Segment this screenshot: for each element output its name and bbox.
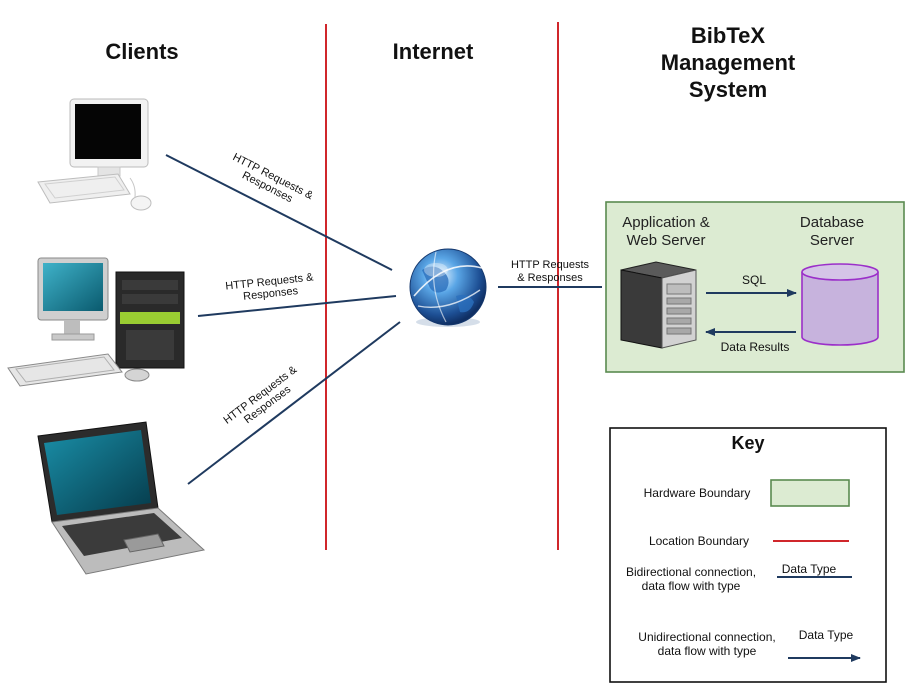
db-server-label-line1: Database <box>799 214 865 231</box>
database-cylinder-icon <box>801 263 879 346</box>
laptop-icon <box>37 421 206 575</box>
system-title-line3: System <box>688 77 768 102</box>
app-server-label: Application & Web Server <box>608 214 724 250</box>
internet-title: Internet <box>392 39 474 64</box>
globe-icon <box>409 248 487 327</box>
app-server-label-line1: Application & <box>622 214 710 231</box>
clients-title: Clients <box>105 39 179 64</box>
system-title-line1: BibTeX <box>690 23 766 48</box>
key-bidirectional-type: Data Type <box>781 562 837 576</box>
connection-tower-to-internet <box>197 295 397 317</box>
connection-laptop-to-internet <box>187 321 401 485</box>
app-server-label-line2: Web Server <box>626 232 706 249</box>
key-unidirectional-line1: Unidirectional connection, <box>638 630 776 644</box>
key-bidirectional-line2: data flow with type <box>641 579 741 593</box>
tower-computer-icon <box>7 257 185 387</box>
data-results-label: Data Results <box>720 340 790 354</box>
db-server-label: Database Server <box>786 214 878 250</box>
key-location-label: Location Boundary <box>648 534 750 548</box>
connection-label-internet-line2: & Responses <box>517 272 583 284</box>
key-title: Key <box>731 433 765 453</box>
connection-label-internet-line1: HTTP Requests <box>510 259 590 271</box>
key-bidirectional-line1: Bidirectional connection, <box>625 565 757 579</box>
connection-desktop-to-internet <box>165 154 393 271</box>
sql-label: SQL <box>741 273 766 287</box>
key-unidirectional-type: Data Type <box>798 628 854 642</box>
key-bidirectional-label: Bidirectional connection, data flow with… <box>616 565 766 593</box>
key-unidirectional-line2: data flow with type <box>657 644 757 658</box>
key-box <box>609 427 887 683</box>
key-unidirectional-label: Unidirectional connection, data flow wit… <box>630 630 784 658</box>
system-title-line2: Management <box>660 50 796 75</box>
key-hardware-label: Hardware Boundary <box>643 486 751 500</box>
connection-label-internet: HTTP Requests & Responses <box>500 259 600 285</box>
server-tower-icon <box>620 261 697 349</box>
system-title: BibTeX Management System <box>636 22 820 103</box>
desktop-computer-icon <box>37 98 152 211</box>
key-hardware-sample <box>770 479 850 507</box>
db-server-label-line2: Server <box>809 232 855 249</box>
